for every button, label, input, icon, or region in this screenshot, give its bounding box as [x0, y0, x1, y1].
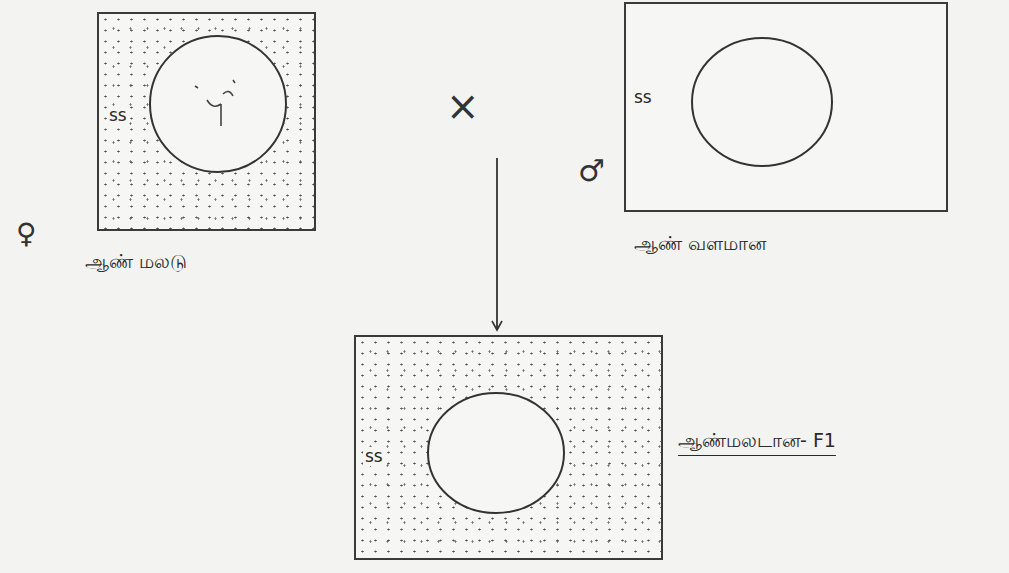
nucleus-circle [626, 4, 946, 210]
phenotype-label: ஆண்மலடான- F1 [678, 429, 836, 452]
phenotype-label: ஆண் மலடு [85, 250, 187, 273]
cell-box: ssஆண்மலடான- F1 [354, 335, 663, 560]
cell-box: ssஆண் மலடு [97, 12, 316, 231]
cross-symbol: × [446, 86, 480, 126]
genotype-label: ss [107, 106, 129, 125]
cross-symbol: ♂ [578, 156, 605, 186]
cross-symbol: ♀ [16, 220, 37, 248]
arrow-line [496, 158, 498, 330]
nucleus-circle [99, 14, 314, 229]
genotype-label: ss [632, 88, 654, 107]
phenotype-label: ஆண் வளமான [634, 232, 766, 255]
genotype-label: ss [363, 447, 385, 466]
nucleus-circle [356, 337, 661, 558]
cell-box: ssஆண் வளமான [624, 2, 948, 212]
